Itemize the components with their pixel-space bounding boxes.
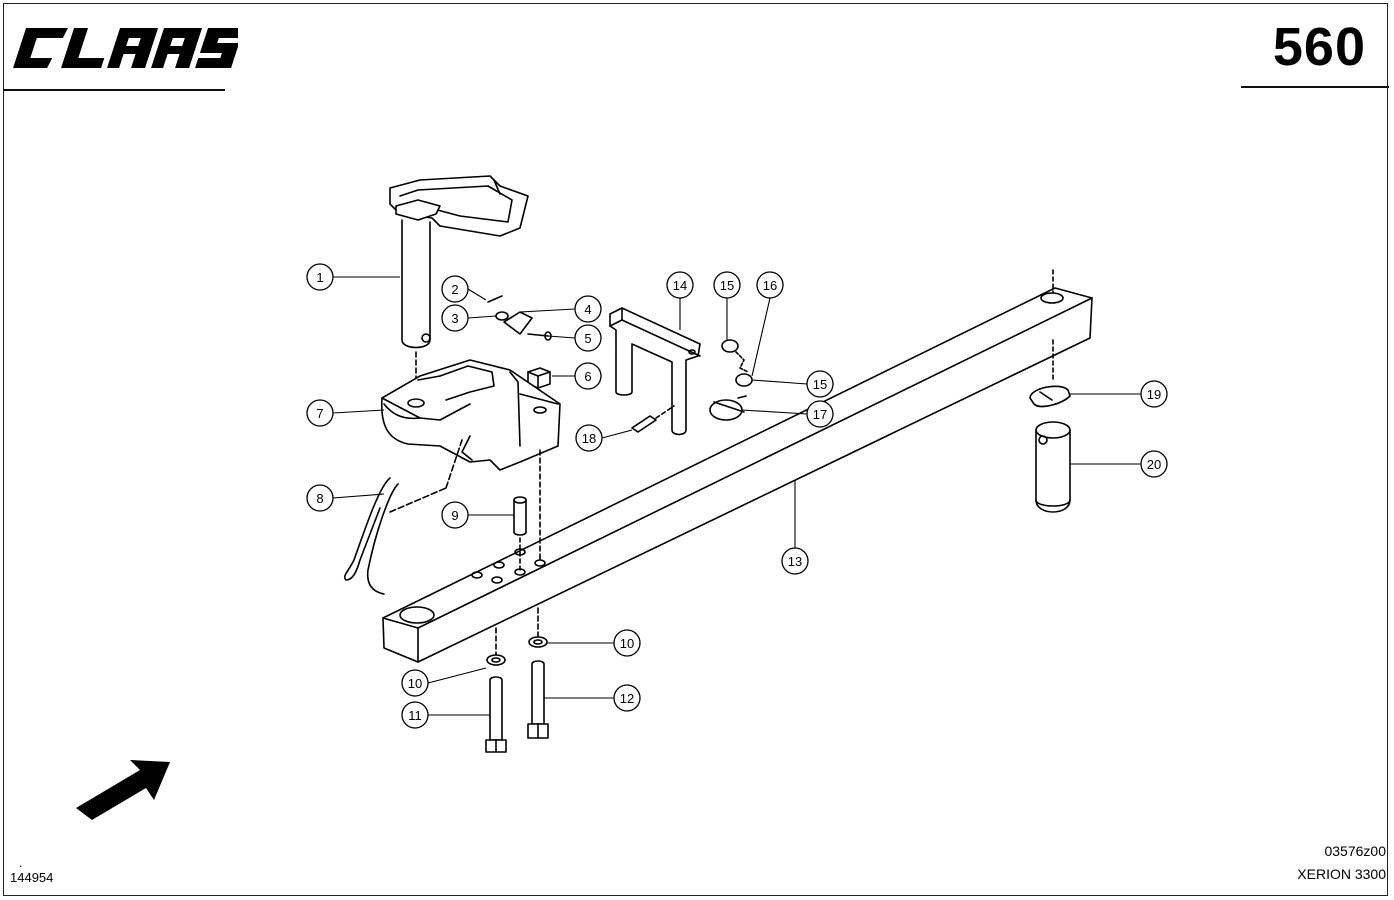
locking-bracket (609, 307, 701, 436)
spring-ring (709, 395, 747, 421)
callout-label: 20 (1147, 457, 1161, 472)
callout-circle-11 (401, 701, 429, 729)
claas-logo (13, 28, 238, 68)
callout-label: 10 (408, 676, 422, 691)
drawbar-beam (382, 269, 1093, 663)
callout-circle-5 (574, 324, 602, 352)
callout-circle-17 (806, 400, 834, 428)
callout-circle-20 (1140, 450, 1168, 478)
callout-label: 5 (584, 331, 591, 346)
callout-circle-2 (441, 275, 469, 303)
bolt-assembly-left (485, 627, 507, 753)
callout-label: 7 (316, 406, 323, 421)
callout-label: 2 (451, 282, 458, 297)
callout-circle-8 (306, 484, 334, 512)
logo-underline (3, 89, 225, 91)
callout-label: 10 (620, 636, 634, 651)
callout-circle-1 (306, 263, 334, 291)
callout-circle-3 (441, 304, 469, 332)
callout-label: 12 (620, 691, 634, 706)
callout-circle-9 (441, 501, 469, 529)
callout-label: 15 (720, 278, 734, 293)
page-number-underline (1241, 86, 1389, 88)
hitch-pin (389, 175, 529, 401)
callout-circle-4 (574, 295, 602, 323)
plate (503, 311, 533, 335)
callout-label: 15 (813, 377, 827, 392)
coupling-jaw (380, 359, 561, 561)
callout-label: 3 (451, 311, 458, 326)
callout-circle-19 (1140, 380, 1168, 408)
pivot-pin (1035, 421, 1071, 513)
callout-label: 13 (788, 554, 802, 569)
callout-circle-14 (666, 271, 694, 299)
page-number: 560 (1272, 17, 1366, 77)
callout-label: 19 (1147, 387, 1161, 402)
roll-pin (631, 405, 675, 433)
callout-circle-15a (713, 271, 741, 299)
bolt-small (527, 331, 552, 341)
callout-label: 9 (451, 508, 458, 523)
washer-small (495, 311, 509, 321)
model-name: XERION 3300 (1297, 866, 1386, 882)
split-pin (487, 295, 503, 303)
document-number: 144954 (10, 870, 54, 885)
callout-circle-7 (306, 399, 334, 427)
callout-label: 14 (673, 278, 687, 293)
dot-mark: . (19, 856, 23, 870)
callout-circle-13 (781, 547, 809, 575)
dowel-pin (513, 496, 527, 573)
callout-label: 6 (584, 369, 591, 384)
callout-label: 1 (316, 270, 323, 285)
bolt-assembly-right (527, 607, 549, 739)
callout-label: 16 (763, 278, 777, 293)
callout-label: 17 (813, 407, 827, 422)
callout-circle-10a (613, 629, 641, 657)
page-border (3, 3, 1388, 896)
callout-label: 11 (408, 708, 422, 723)
spring-clip (343, 439, 463, 595)
callout-circle-18 (575, 424, 603, 452)
callout-circle-10b (401, 669, 429, 697)
callout-circle-15b (806, 370, 834, 398)
drawing-code: 03576z00 (1324, 843, 1386, 859)
callout-circle-6 (574, 362, 602, 390)
direction-arrow-icon (76, 760, 170, 820)
lock-nut (1029, 385, 1071, 408)
callout-label: 4 (584, 302, 591, 317)
callout-label: 18 (582, 431, 596, 446)
callout-circle-16 (756, 271, 784, 299)
linch-pin-chain (721, 339, 753, 387)
callout-label: 8 (316, 491, 323, 506)
callout-circle-12 (613, 684, 641, 712)
